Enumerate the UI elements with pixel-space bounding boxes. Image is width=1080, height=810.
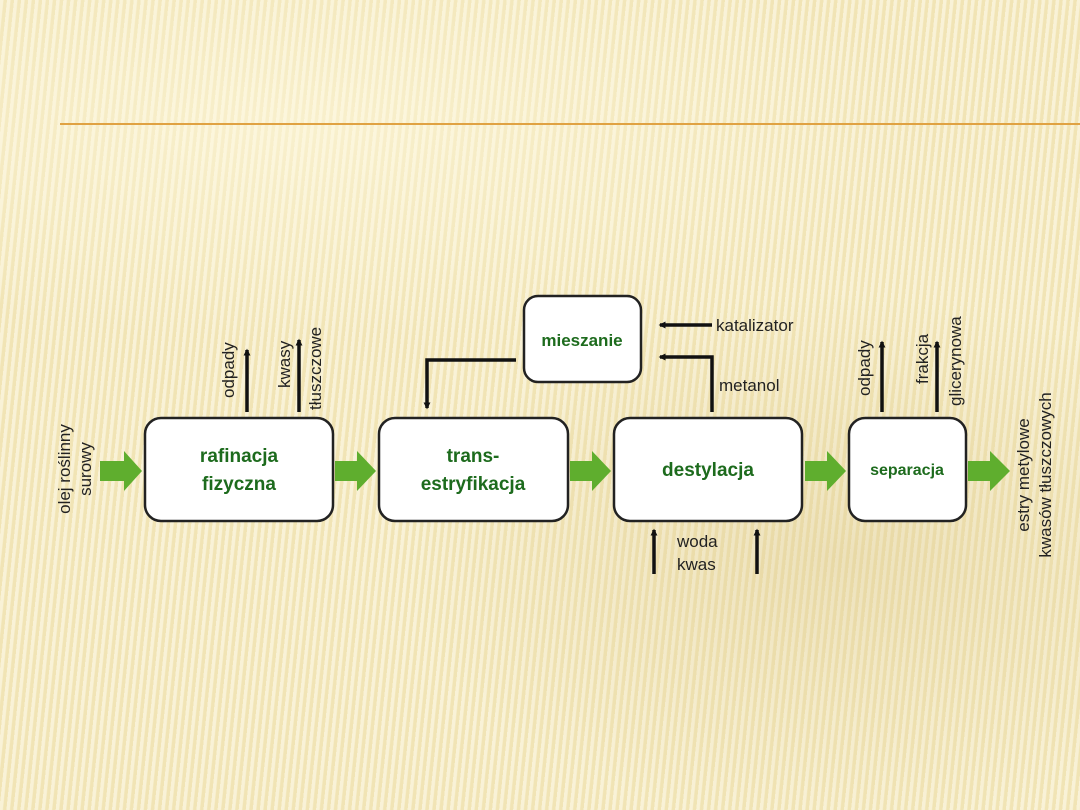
flow-arrows [100, 451, 1010, 491]
label-output-2: kwasów tłuszczowych [1036, 392, 1055, 557]
label-metanol: metanol [719, 376, 779, 395]
label-input-1: olej roślinny [55, 424, 74, 514]
label-kwas: kwas [677, 555, 716, 574]
label-separacja-odpady: odpady [855, 340, 874, 396]
box-separacja: separacja [847, 416, 968, 523]
flow-arrow-2 [570, 451, 611, 491]
box-separacja-label: separacja [870, 462, 944, 479]
label-katalizator: katalizator [716, 316, 794, 335]
label-separacja-glicerynowa: glicerynowa [946, 316, 965, 406]
box-rafinacja-label-2: fizyczna [202, 474, 276, 495]
flow-arrow-3 [805, 451, 846, 491]
arrow-metanol [658, 353, 714, 412]
label-rafinacja-tluszczowe: tłuszczowe [306, 327, 325, 410]
flow-arrow-output [968, 451, 1010, 491]
title-divider-line [60, 123, 1080, 125]
label-woda: woda [676, 532, 718, 551]
box-transestryfikacja-label-1: trans- [447, 446, 500, 467]
label-rafinacja-odpady: odpady [219, 342, 238, 398]
box-mieszanie-label: mieszanie [541, 331, 622, 350]
label-separacja-frakcja: frakcja [913, 333, 932, 384]
side-arrows [243, 321, 941, 574]
box-transestryfikacja-label-2: estryfikacja [421, 474, 526, 495]
flow-arrow-input [100, 451, 142, 491]
box-destylacja-label: destylacja [662, 460, 754, 481]
flow-arrow-1 [335, 451, 376, 491]
label-input-2: surowy [76, 442, 95, 496]
box-destylacja: destylacja [612, 416, 804, 523]
box-rafinacja-label-1: rafinacja [200, 446, 279, 467]
arrow-mieszanie-to-trans [423, 358, 516, 410]
box-rafinacja: rafinacja fizyczna [143, 416, 335, 523]
box-transestryfikacja: trans- estryfikacja [377, 416, 570, 523]
label-output-1: estry metylowe [1014, 418, 1033, 531]
label-rafinacja-kwasy: kwasy [275, 340, 294, 388]
box-mieszanie: mieszanie [522, 294, 643, 384]
